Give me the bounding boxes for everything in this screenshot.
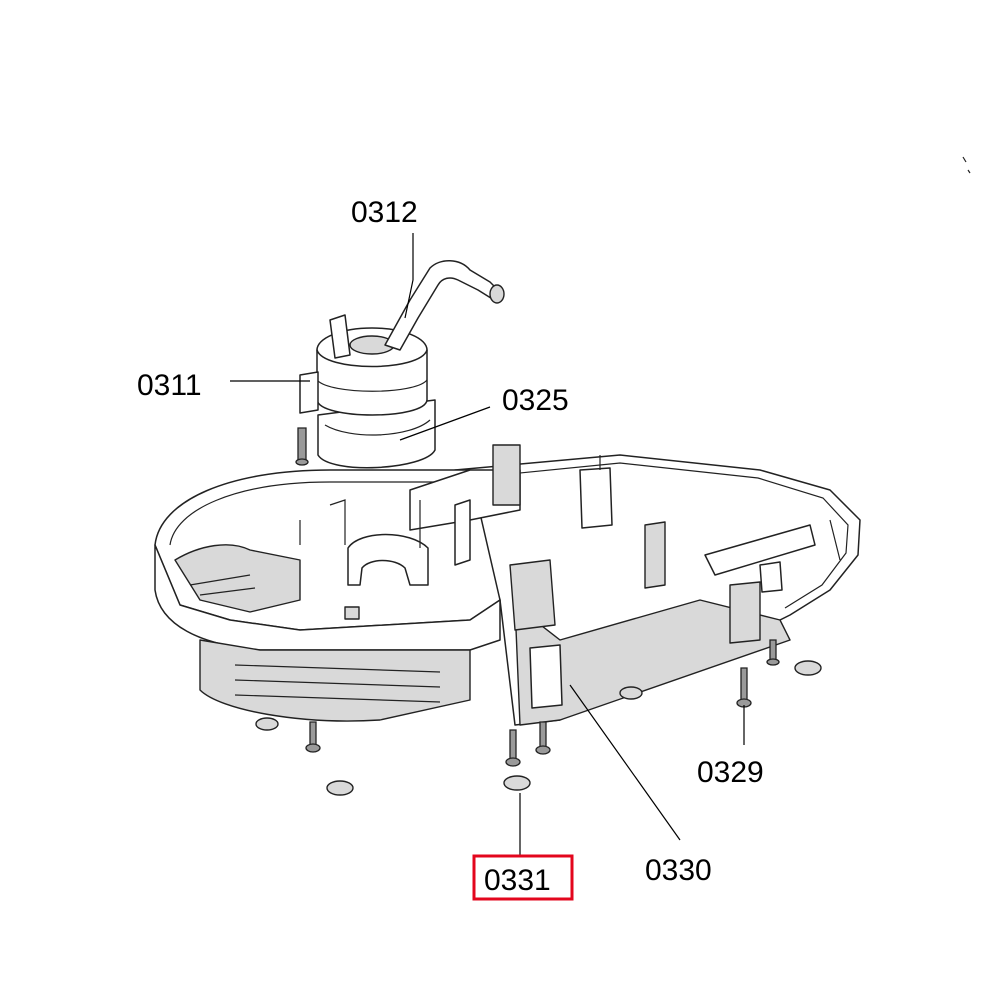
leader-0330 xyxy=(569,684,681,841)
callout-0312: 0312 xyxy=(351,196,418,229)
callout-0311: 0311 xyxy=(137,369,202,402)
callout-0331: 0331 xyxy=(484,864,551,897)
tube-0312 xyxy=(384,260,501,351)
pump-motor-assembly xyxy=(295,260,505,469)
highlight-box-0331 xyxy=(472,854,574,901)
feet-0331 xyxy=(255,660,822,796)
screws-0329 xyxy=(305,639,780,767)
callout-0330: 0330 xyxy=(645,854,712,887)
base-housing xyxy=(154,444,861,726)
sleeve-0325 xyxy=(317,399,436,469)
leader-0312 xyxy=(404,233,414,319)
callout-0325: 0325 xyxy=(502,384,569,417)
leader-0325 xyxy=(399,406,491,441)
stray-mark xyxy=(962,156,971,174)
callout-0329: 0329 xyxy=(697,756,764,789)
